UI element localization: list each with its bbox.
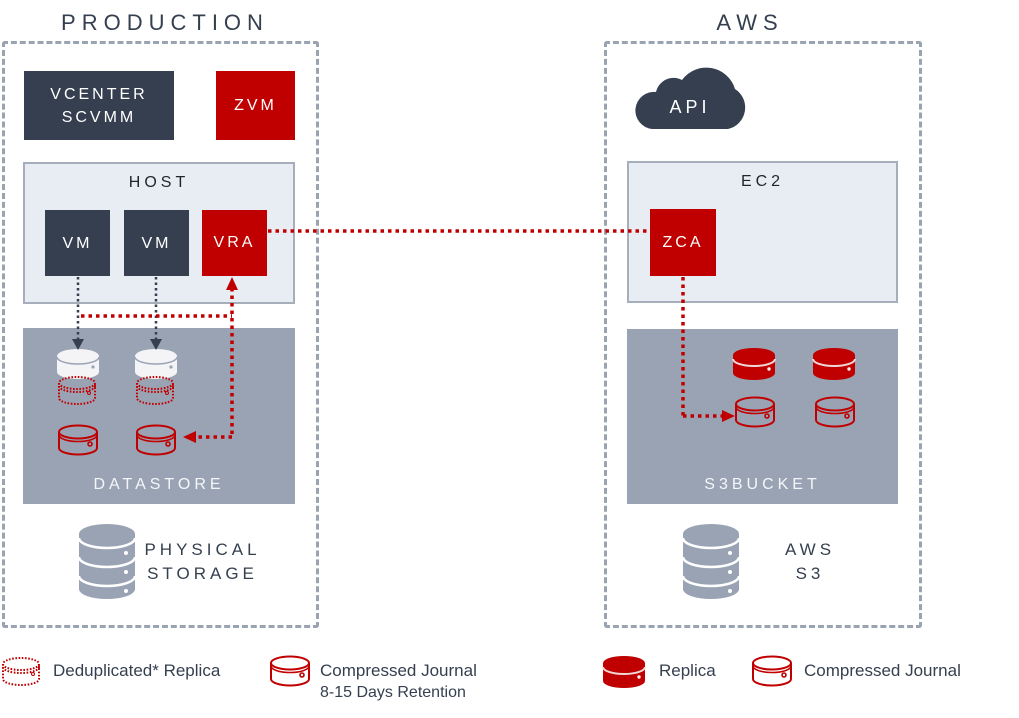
legend-retention-line: 8-15 Days Retention [320, 684, 466, 701]
vm-box[interactable]: VM [45, 210, 110, 276]
legend-compressed-journal-line1: Compressed Journal [320, 661, 477, 680]
s3-bucket-box: S3BUCKET [627, 329, 898, 504]
storage-label: STORAGE [147, 564, 258, 583]
physical-storage-label: PHYSICAL STORAGE [140, 538, 265, 586]
zvm-label: ZVM [234, 96, 277, 114]
legend-compressed-journal-aws-label: Compressed Journal [804, 661, 961, 680]
aws-zone [604, 41, 922, 628]
legend-dedup-replica-icon [2, 657, 40, 686]
vm-box[interactable]: VM [124, 210, 189, 276]
host-label: HOST [128, 174, 190, 191]
legend-compressed-journal-icon [270, 655, 310, 687]
datastore-label: DATASTORE [93, 476, 225, 493]
production-zone [2, 41, 319, 628]
vra-box[interactable]: VRA [202, 210, 267, 276]
datastore-box: DATASTORE [23, 328, 295, 504]
legend-dedup-replica-label: Deduplicated* Replica [53, 661, 221, 680]
vra-label: VRA [213, 234, 256, 251]
zvm-box[interactable]: ZVM [216, 71, 295, 140]
s3-label: S3 [795, 564, 825, 583]
zca-box[interactable]: ZCA [650, 209, 716, 276]
production-title: PRODUCTION [61, 10, 269, 35]
vcenter-scvmm-box[interactable]: VCENTER SCVMM [24, 71, 174, 140]
aws-label: AWS [784, 540, 836, 559]
vm-label: VM [62, 234, 93, 252]
aws-s3-label: AWS S3 [780, 538, 840, 586]
scvmm-label: SCVMM [61, 108, 137, 126]
s3-bucket-label: S3BUCKET [704, 476, 821, 493]
vcenter-label: VCENTER [50, 85, 148, 103]
legend-compressed-journal-icon [752, 655, 792, 687]
legend-replica-icon [602, 655, 646, 689]
legend-compressed-journal-prod-label: Compressed Journal 8-15 Days Retention [320, 660, 477, 704]
legend-replica-label: Replica [659, 661, 716, 680]
physical-label: PHYSICAL [144, 540, 261, 559]
zca-label: ZCA [662, 233, 704, 251]
aws-title: AWS [716, 10, 784, 35]
vm-label: VM [141, 234, 172, 252]
ec2-label: EC2 [740, 173, 785, 190]
